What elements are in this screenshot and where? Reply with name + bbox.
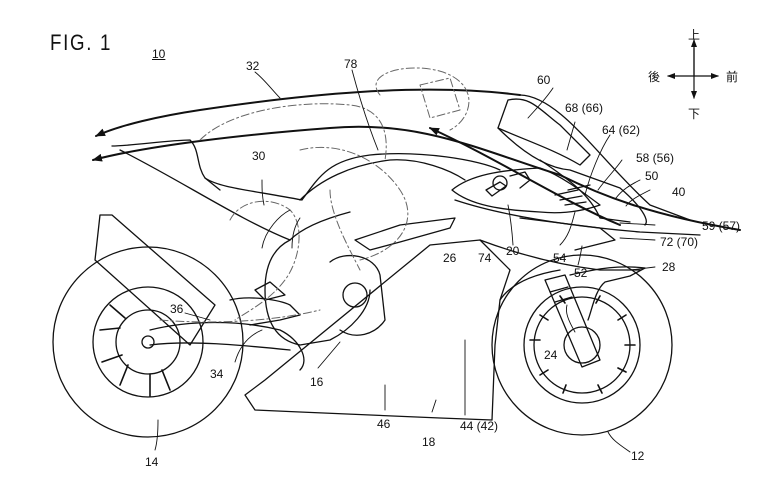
lower-cowl xyxy=(244,239,511,421)
label-68: 68 (66) xyxy=(565,101,603,115)
label-36: 36 xyxy=(170,302,184,316)
label-12: 12 xyxy=(631,449,645,463)
figure-title: FIG. 1 xyxy=(50,30,113,55)
label-72: 72 (70) xyxy=(660,235,698,249)
label-54: 54 xyxy=(553,251,567,265)
label-58: 58 (56) xyxy=(636,151,674,165)
duct-housing xyxy=(451,167,601,214)
airflow-arrow-upper xyxy=(95,88,521,137)
frame-plate xyxy=(354,217,456,251)
label-16: 16 xyxy=(310,375,324,389)
windscreen xyxy=(497,98,591,166)
label-24: 24 xyxy=(544,348,558,362)
label-28: 28 xyxy=(662,260,676,274)
direction-labels: 上 下 後 前 xyxy=(648,28,738,121)
label-78: 78 xyxy=(344,57,358,71)
label-20: 20 xyxy=(506,244,520,258)
label-34: 34 xyxy=(210,367,224,381)
leader-lines xyxy=(154,69,656,453)
rider-outline xyxy=(159,67,470,323)
label-52: 52 xyxy=(574,266,588,280)
footpeg-bracket xyxy=(229,297,301,326)
direction-down-label: 下 xyxy=(688,107,700,121)
front-spokes xyxy=(529,295,636,394)
label-14: 14 xyxy=(145,455,159,469)
label-26: 26 xyxy=(443,251,457,265)
airflow-arrow-lower xyxy=(92,125,741,231)
direction-front-label: 前 xyxy=(726,69,738,84)
fuel-tank xyxy=(299,159,466,201)
inlet-vanes xyxy=(554,184,591,206)
label-40: 40 xyxy=(672,185,686,199)
seat-line xyxy=(204,177,221,191)
front-fork xyxy=(544,274,601,368)
swingarm xyxy=(149,321,305,371)
label-50: 50 xyxy=(645,169,659,183)
direction-indicator xyxy=(667,39,719,99)
upper-cowl xyxy=(519,94,691,221)
label-32: 32 xyxy=(246,59,260,73)
pivot-bolt xyxy=(342,282,368,308)
label-60: 60 xyxy=(537,73,551,87)
label-30: 30 xyxy=(252,149,266,163)
label-74: 74 xyxy=(478,251,492,265)
label-18: 18 xyxy=(422,435,436,449)
direction-rear-label: 後 xyxy=(648,70,660,84)
direction-up-label: 上 xyxy=(688,28,700,42)
label-46: 46 xyxy=(377,417,391,431)
rear-spokes xyxy=(99,304,171,397)
reference-labels: 32 78 60 68 (66) 64 (62) 58 (56) 50 40 5… xyxy=(145,57,740,469)
label-59: 59 (57) xyxy=(702,219,740,233)
label-64: 64 (62) xyxy=(602,123,640,137)
muffler xyxy=(94,214,216,346)
frame-main xyxy=(264,239,371,346)
front-wheel xyxy=(491,254,673,436)
figure-reference-number: 10 xyxy=(152,47,166,61)
rear-wheel xyxy=(52,246,244,438)
label-44: 44 (42) xyxy=(460,419,498,433)
tail-cowl xyxy=(111,139,501,201)
front-fender xyxy=(569,266,646,321)
